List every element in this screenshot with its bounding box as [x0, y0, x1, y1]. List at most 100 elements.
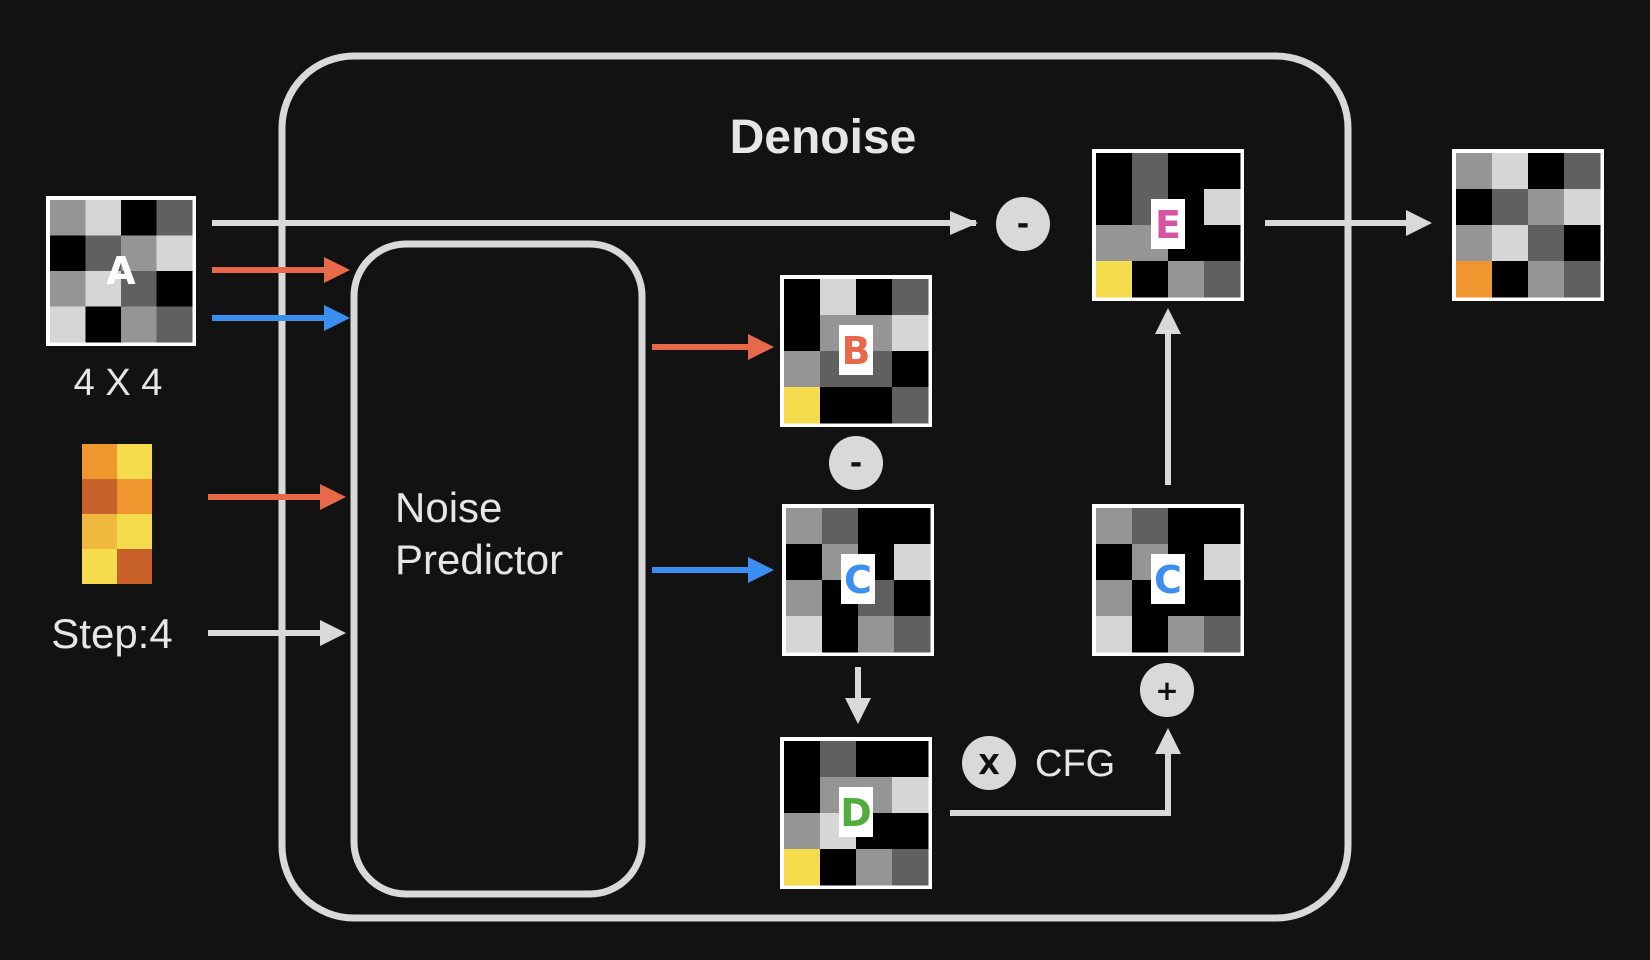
grid-cell — [784, 777, 821, 814]
grid-letter-background — [1151, 554, 1185, 604]
add-op — [1140, 663, 1194, 717]
multiply-symbol: X — [978, 748, 1000, 781]
embedding-cell — [82, 514, 117, 549]
grid-cell — [894, 580, 931, 617]
grid-cell — [1168, 508, 1205, 545]
embedding-cell — [117, 479, 152, 514]
embedding-cell — [82, 549, 117, 584]
grid-cell — [858, 508, 895, 545]
grid-letter: C — [1154, 558, 1182, 602]
arrow-d-to-add — [950, 748, 1171, 816]
grid-letter-background — [839, 787, 873, 837]
arrow-d-to-add-head — [1155, 728, 1181, 754]
grid-cell — [1456, 225, 1493, 262]
arrow-latent-blue-head — [324, 305, 350, 331]
subtract-mid-op — [829, 436, 883, 490]
grid-c1: C — [782, 504, 934, 656]
grid-cell — [894, 616, 931, 653]
grid-cell — [50, 306, 86, 343]
input-size-label: 4 X 4 — [74, 362, 163, 404]
grid-cell — [1096, 580, 1133, 617]
grid-cell — [856, 279, 893, 316]
grid-cell — [1564, 189, 1601, 226]
arrow-predictor-to-b-head — [748, 334, 774, 360]
grid-cell — [1204, 225, 1241, 262]
embedding-cell — [117, 444, 152, 479]
grid-cell — [856, 387, 893, 424]
grid-cell — [1528, 153, 1565, 190]
grid-cell — [121, 306, 157, 343]
grid-e: E — [1092, 149, 1244, 301]
grid-cell — [1492, 225, 1529, 262]
grid-cell — [1456, 261, 1493, 298]
grid-cell — [1132, 616, 1169, 653]
grid-cell — [784, 387, 821, 424]
arrow-e-to-output-head — [1406, 210, 1432, 236]
grid-cell — [820, 387, 857, 424]
grid-letter: B — [842, 329, 871, 373]
grid-cell — [894, 544, 931, 581]
embedding-cell — [82, 444, 117, 479]
prompt-embedding — [82, 444, 152, 584]
embedding-cell — [82, 479, 117, 514]
subtract-top-symbol: - — [1017, 207, 1029, 242]
grid-cell — [1492, 153, 1529, 190]
grid-cell — [786, 544, 823, 581]
grid-cell — [1564, 225, 1601, 262]
grid-cell — [121, 271, 157, 307]
add-symbol: + — [1155, 674, 1178, 707]
grid-cell — [892, 315, 929, 352]
grid-letter-background — [841, 554, 875, 604]
grid-cell — [50, 235, 86, 272]
grid-cell — [892, 741, 929, 778]
grid-letter: A — [106, 249, 136, 293]
grid-cell — [892, 813, 929, 850]
arrow-step-head — [320, 620, 346, 646]
grid-cell — [1564, 153, 1601, 190]
subtract-mid-symbol: - — [850, 446, 862, 481]
grid-cell — [1456, 153, 1493, 190]
grid-cell — [1132, 153, 1169, 190]
grid-cell — [892, 777, 929, 814]
grid-d: D — [780, 737, 932, 889]
grid-cell — [892, 279, 929, 316]
grid-cell — [85, 271, 122, 307]
grid-cell — [856, 849, 893, 886]
cfg-label: CFG — [1035, 743, 1115, 785]
grid-cell — [1492, 261, 1529, 298]
grid-cell — [1492, 189, 1529, 226]
subtract-top-op — [996, 197, 1050, 251]
grid-letter-background — [839, 325, 873, 375]
grid-cell — [1204, 508, 1241, 545]
grid-cell — [1528, 261, 1565, 298]
grid-cell — [820, 741, 857, 778]
grid-cell — [786, 580, 823, 617]
grid-cell — [820, 849, 857, 886]
grid-cell — [1204, 580, 1241, 617]
grid-cell — [1528, 189, 1565, 226]
grid-cell — [1096, 508, 1133, 545]
grid-cell — [1168, 616, 1205, 653]
grid-cell — [1132, 508, 1169, 545]
arrow-embedding-red-head — [320, 484, 346, 510]
grid-cell — [822, 616, 859, 653]
grid-cell — [156, 235, 193, 272]
grid-cell — [1168, 153, 1205, 190]
noise-predictor-label-line2: Predictor — [395, 536, 563, 583]
grid-cell — [856, 741, 893, 778]
grid-cell — [892, 387, 929, 424]
grid-cell — [1096, 189, 1133, 226]
grid-cell — [1528, 225, 1565, 262]
noise-predictor-box — [350, 240, 646, 898]
grid-cell — [50, 200, 86, 236]
multiply-op — [962, 736, 1016, 790]
arrow-predictor-to-c-head — [748, 557, 774, 583]
noise-predictor-label-line1: Noise — [395, 484, 502, 531]
grid-cell — [50, 271, 86, 307]
embedding-cell — [117, 549, 152, 584]
arrow-c-to-d-head — [845, 698, 871, 724]
grid-cell — [784, 351, 821, 388]
step-label: Step:4 — [51, 610, 172, 657]
grid-cell — [820, 279, 857, 316]
